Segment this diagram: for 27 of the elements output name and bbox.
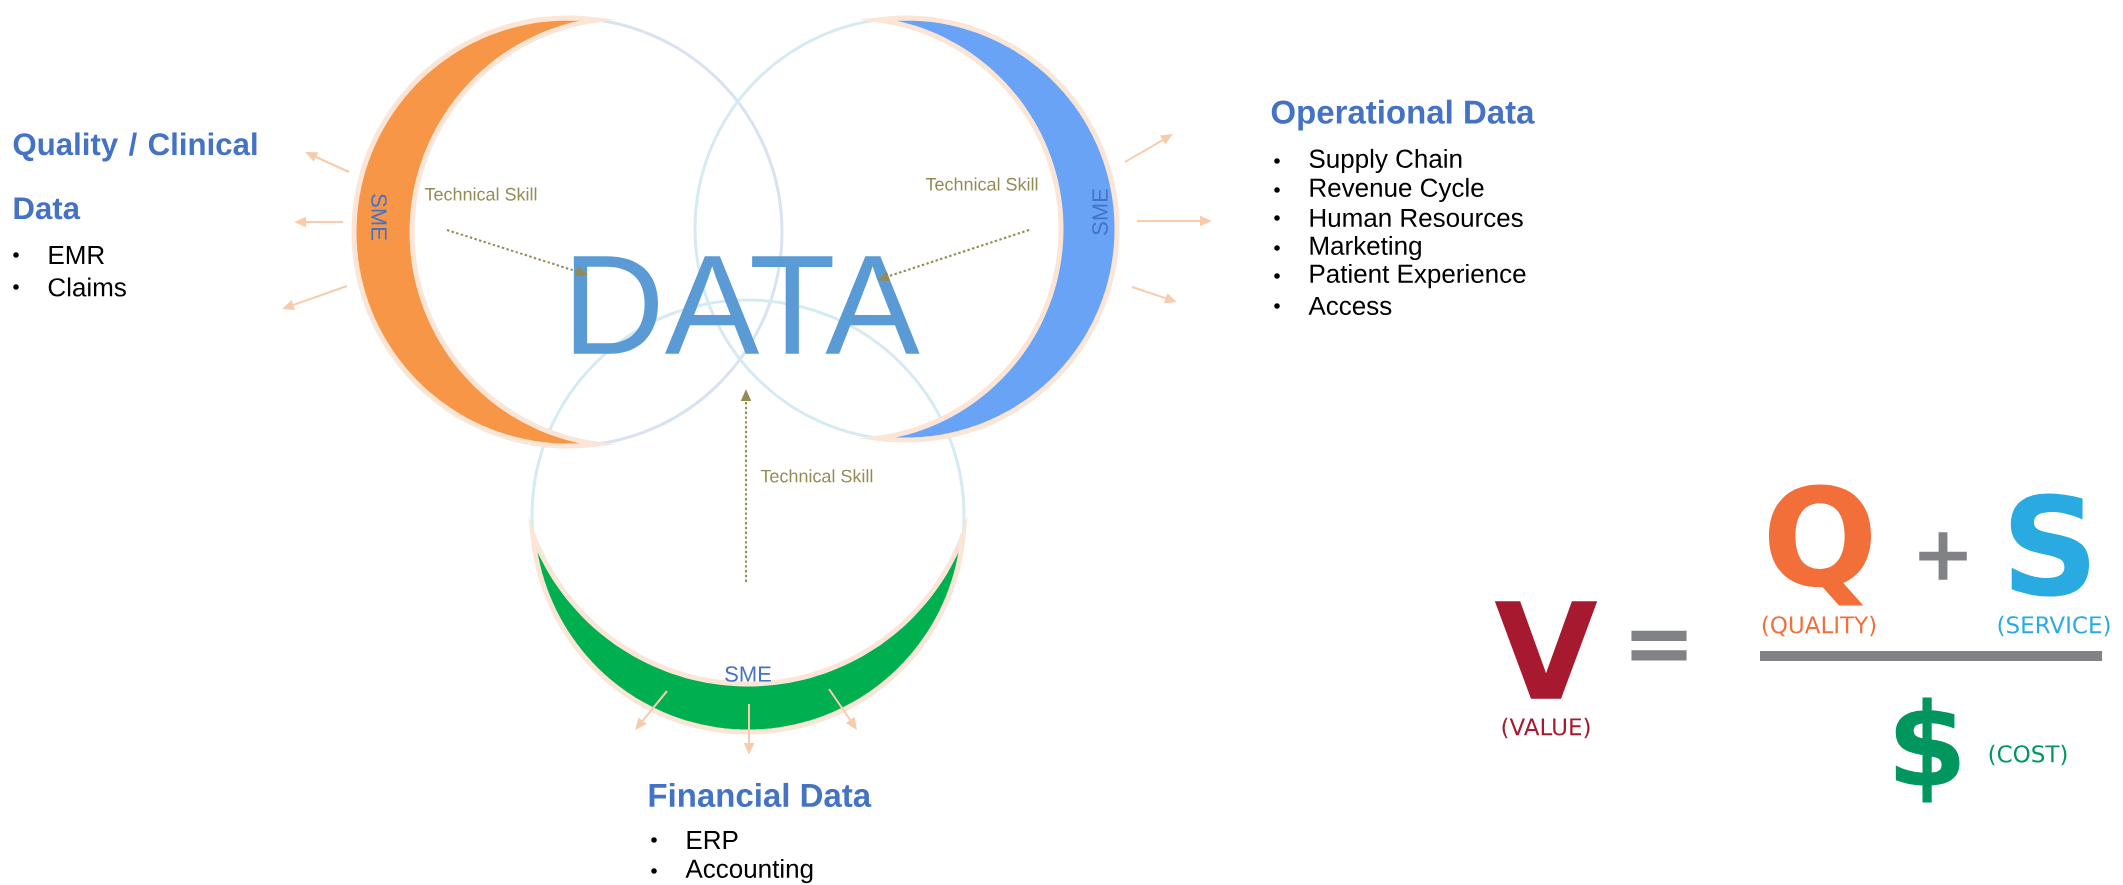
formula-symbol: Q: [1769, 484, 1871, 606]
section-heading: Financial Data: [649, 782, 872, 808]
list-item: Accounting: [651, 858, 813, 884]
list-item: Marketing: [1274, 235, 1421, 261]
formula-caption: (VALUE): [1502, 717, 1590, 739]
list-item: ERP: [651, 831, 738, 849]
list-item: Patient Experience: [1274, 263, 1526, 289]
list-item: Supply Chain: [1274, 148, 1462, 174]
skill-label: Technical Skill: [925, 177, 1038, 191]
operator-sign: =: [1631, 630, 1687, 661]
formula-symbol: $: [1895, 697, 1960, 803]
section-heading: Quality / Clinical Data: [13, 132, 257, 220]
formula-symbol: V: [1494, 601, 1598, 699]
list-item: Claims: [13, 277, 126, 297]
section-heading: Operational Data: [1271, 99, 1535, 131]
list-item: Access: [1274, 296, 1392, 316]
list-item: Human Resources: [1274, 208, 1523, 228]
list-item: EMR: [13, 246, 104, 264]
formula-symbol: S: [2010, 493, 2090, 597]
edge-label: Technical Skill: [760, 469, 873, 483]
formula-caption: (SERVICE): [1998, 615, 2110, 637]
operator-sign: +: [1919, 532, 1967, 580]
list-item: Revenue Cycle: [1274, 177, 1484, 203]
data-title: DATA: [573, 256, 920, 354]
skill-label: Technical Skill: [424, 187, 537, 201]
formula-caption: (COST): [1989, 744, 2067, 766]
formula-caption: (QUALITY): [1762, 615, 1876, 637]
